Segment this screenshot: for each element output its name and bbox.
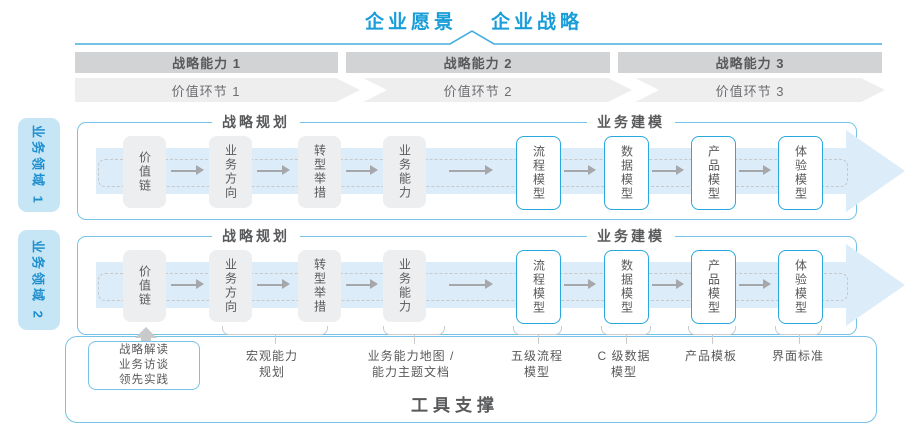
deliverable-c-level-data-model: C 级数据 模型: [597, 349, 651, 380]
value-link-chevron-1: [75, 78, 360, 102]
node-process-model: 流程模型: [516, 136, 561, 210]
tool-support-panel: [65, 336, 877, 423]
node-label: 产品模型: [706, 145, 721, 201]
value-link-label-3: 价值环节 3: [715, 84, 785, 99]
flow-arrow: [171, 280, 204, 288]
capability-bar-1: 战略能力 1: [75, 52, 338, 73]
value-link-label-1: 价值环节 1: [171, 84, 241, 99]
node-value-chain: 价值链: [123, 250, 166, 322]
node-label: 数据模型: [619, 145, 634, 201]
dashed-track: [98, 273, 848, 301]
practice-line-3: 领先实践: [119, 374, 169, 387]
deliverable-ui-standard: 界面标准: [771, 349, 825, 363]
value-link-label-2: 价值环节 2: [443, 84, 513, 99]
tab-business-domain-2: 业务领域 2: [18, 230, 60, 330]
tab-business-domain-1: 业务领域 1: [18, 118, 60, 212]
practice-input-box: 战略解读 业务访谈 领先实践: [88, 341, 200, 390]
node-label: 体验模型: [793, 145, 808, 201]
bracket-process-model: [513, 326, 562, 344]
value-link-chevron-3: [635, 78, 885, 102]
node-label: 产品模型: [706, 259, 721, 315]
flow-arrow: [257, 280, 290, 288]
node-label: 价值链: [137, 265, 152, 307]
vision-title: 企业愿景: [364, 12, 457, 33]
page-title: 企业愿景 企业战略: [365, 7, 583, 34]
tab-business-domain-1-label: 业务领域 1: [30, 124, 46, 206]
node-business-direction: 业务方向: [209, 136, 252, 208]
node-process-model: 流程模型: [516, 250, 561, 324]
node-business-capability: 业务能力: [383, 250, 426, 322]
node-transformation-initiatives: 转型举措: [298, 250, 341, 322]
node-label: 转型举措: [312, 258, 327, 314]
node-label: 业务能力: [397, 144, 412, 200]
flow-arrow: [564, 280, 596, 288]
node-label: 转型举措: [312, 144, 327, 200]
deliverable-five-level-process-model: 五级流程 模型: [510, 349, 564, 380]
deliverable-macro-capability-planning: 宏观能力 规划: [245, 349, 299, 380]
node-experience-model: 体验模型: [778, 250, 823, 324]
flow-arrow: [346, 166, 378, 174]
flow-arrow: [346, 280, 378, 288]
flow-arrow: [652, 280, 684, 288]
bracket-macro-capability: [222, 326, 328, 344]
deliverable-product-template: 产品模板: [684, 349, 738, 363]
capability-bar-3: 战略能力 3: [618, 52, 882, 73]
flow-arrow: [449, 280, 493, 288]
tool-support-title: 工具支撑: [411, 396, 499, 415]
node-label: 流程模型: [531, 259, 546, 315]
business-domain-panel-1: 战略规划 业务建模 价值链 业务方向 转型举措 业务能力 流程模型 数据模型 产…: [77, 114, 905, 220]
node-label: 数据模型: [619, 259, 634, 315]
flow-arrow: [564, 166, 596, 174]
node-data-model: 数据模型: [604, 250, 649, 324]
practice-line-2: 业务访谈: [119, 358, 169, 371]
node-label: 体验模型: [793, 259, 808, 315]
dashed-track: [98, 159, 848, 187]
flow-arrow: [739, 280, 771, 288]
node-value-chain: 价值链: [123, 136, 166, 208]
flow-arrow: [652, 166, 684, 174]
node-label: 业务能力: [397, 258, 412, 314]
node-experience-model: 体验模型: [778, 136, 823, 210]
node-business-capability: 业务能力: [383, 136, 426, 208]
node-business-direction: 业务方向: [209, 250, 252, 322]
node-label: 业务方向: [223, 258, 238, 314]
node-transformation-initiatives: 转型举措: [298, 136, 341, 208]
node-label: 价值链: [137, 151, 152, 193]
bracket-data-model: [601, 326, 651, 344]
node-product-model: 产品模型: [691, 136, 736, 210]
strategy-title: 企业战略: [491, 12, 584, 33]
brace-line: [75, 30, 882, 45]
section-header-business-modeling: 业务建模: [587, 114, 675, 131]
node-label: 业务方向: [223, 144, 238, 200]
flow-arrow: [449, 166, 493, 174]
bracket-ui-standard: [775, 326, 822, 344]
bracket-capability-map: [383, 326, 445, 344]
flow-arrow: [739, 166, 771, 174]
business-domain-panel-2: 战略规划 业务建模 价值链 业务方向 转型举措 业务能力 流程模型 数据模型 产…: [77, 228, 905, 335]
flow-arrow: [257, 166, 290, 174]
capability-bar-2: 战略能力 2: [346, 52, 610, 73]
section-header-strategic-planning: 战略规划: [212, 228, 300, 245]
flow-arrow: [171, 166, 204, 174]
node-data-model: 数据模型: [604, 136, 649, 210]
bracket-product-template: [688, 326, 736, 344]
node-product-model: 产品模型: [691, 250, 736, 324]
value-link-chevron-2: [363, 78, 632, 102]
practice-line-1: 战略解读: [119, 343, 169, 356]
node-label: 流程模型: [531, 145, 546, 201]
section-header-strategic-planning: 战略规划: [212, 114, 300, 131]
tab-business-domain-2-label: 业务领域 2: [30, 239, 46, 321]
deliverable-capability-map-docs: 业务能力地图 / 能力主题文档: [367, 349, 455, 380]
section-header-business-modeling: 业务建模: [587, 228, 675, 245]
